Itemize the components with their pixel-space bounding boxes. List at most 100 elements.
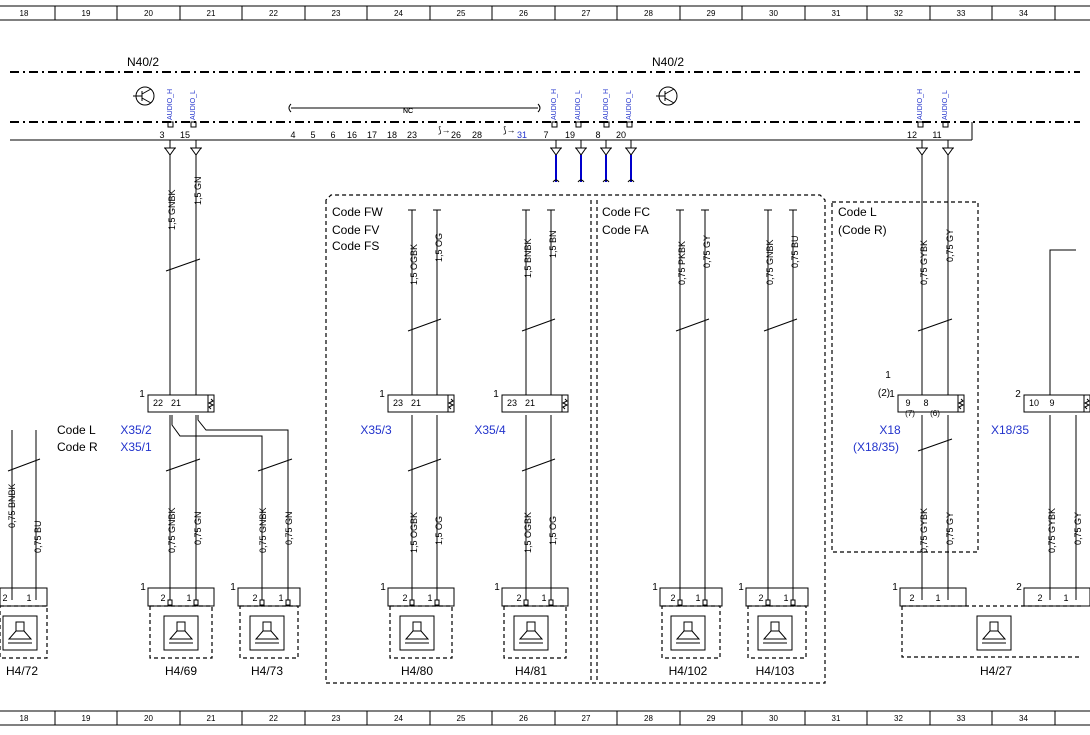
speaker-pin: 1	[541, 593, 546, 603]
speaker-pin: 2	[252, 593, 257, 603]
wire-label: 0,75 GY	[1073, 512, 1083, 545]
grid-number: 18	[20, 714, 29, 723]
speaker-pin: 1	[695, 593, 700, 603]
speaker-icon	[163, 615, 199, 651]
signal-label: AUDIO_H	[603, 89, 610, 120]
terminal-arrow	[625, 147, 637, 156]
grid-number: 23	[332, 714, 341, 723]
pin-terminal	[193, 599, 199, 606]
signal-label: AUDIO_L	[575, 90, 582, 120]
module-label: N40/2	[652, 55, 684, 69]
grid-number: 22	[269, 714, 278, 723]
grid-number: 29	[707, 714, 716, 723]
wire-label: 0,75 PKBK	[677, 241, 687, 285]
grid-number: 22	[269, 9, 278, 18]
speaker-connector	[147, 587, 215, 607]
speaker-connector	[501, 587, 569, 607]
grid-number: 30	[769, 9, 778, 18]
pin-terminal	[285, 599, 291, 606]
speaker-pin: 1	[783, 593, 788, 603]
grid-number: 31	[832, 714, 841, 723]
speaker-pin: 2	[670, 593, 675, 603]
speaker-label: H4/69	[165, 664, 197, 678]
signal-label: AUDIO_H	[167, 89, 174, 120]
speaker-pin: 2	[516, 593, 521, 603]
speaker-icon	[757, 615, 793, 651]
speaker-frame	[503, 605, 567, 659]
grid-number: 30	[769, 714, 778, 723]
connector-body	[387, 394, 455, 413]
pin-terminal	[917, 121, 924, 128]
speaker-index: 1	[892, 582, 898, 593]
pin-number: 16	[347, 130, 357, 140]
grid-number: 28	[644, 9, 653, 18]
wire	[1049, 249, 1076, 395]
wire-label: 1,5 OGBK	[409, 244, 419, 285]
code-group-outer	[325, 194, 826, 684]
speaker-frame	[901, 605, 1082, 658]
transistor-icon	[133, 86, 155, 106]
module-label: N40/2	[127, 55, 159, 69]
terminal-arrow	[190, 147, 202, 156]
connector-index: (2)	[878, 388, 890, 399]
grid-number: 32	[894, 9, 903, 18]
pin-terminal	[702, 599, 708, 606]
wire-label: 0,75 GY	[945, 229, 955, 262]
twist-mark	[257, 458, 293, 472]
pin-number: 7	[543, 130, 548, 140]
resistor-icon	[447, 398, 455, 410]
connector-subpin: (6)	[930, 409, 940, 418]
connector-subpin: (7)	[905, 409, 915, 418]
break-marker: ⟆→	[503, 125, 516, 135]
terminal-arrow	[942, 147, 954, 156]
speaker-label: H4/72	[6, 664, 38, 678]
terminal-arrow	[600, 147, 612, 156]
speaker-pin: 1	[935, 593, 940, 603]
pin-terminal	[677, 599, 683, 606]
speaker-icon	[513, 615, 549, 651]
pin-terminal	[942, 121, 949, 128]
transistor-icon	[656, 86, 678, 106]
wire-label: 0,75 GYBK	[919, 240, 929, 285]
grid-number: 25	[457, 9, 466, 18]
connector-ref: X18/35	[991, 423, 1029, 437]
code-label: Code R	[57, 440, 98, 454]
pin-number: 4	[290, 130, 295, 140]
speaker-frame	[0, 605, 48, 659]
pin-number: 6	[330, 130, 335, 140]
connector-ref: X35/1	[120, 440, 152, 454]
pin-number: 19	[565, 130, 575, 140]
grid-number: 19	[82, 714, 91, 723]
pin-terminal	[409, 599, 415, 606]
speaker-pin: 1	[26, 593, 31, 603]
twist-mark	[917, 438, 953, 452]
speaker-frame	[239, 605, 299, 659]
terminal-arrow	[164, 147, 176, 156]
twist-mark	[675, 318, 710, 332]
grid-number: 21	[207, 714, 216, 723]
resistor-icon	[957, 398, 965, 410]
grid-number: 31	[832, 9, 841, 18]
connector-ref: X35/2	[120, 423, 152, 437]
speaker-pin: 2	[909, 593, 914, 603]
wire-label: 0,75 GNBK	[167, 507, 177, 553]
grid-number: 27	[582, 714, 591, 723]
wire-label: 0,75 GN	[193, 511, 203, 545]
wire-end	[552, 179, 560, 183]
connector-pin: 21	[525, 398, 535, 408]
speaker-frame	[661, 605, 721, 659]
code-label: (Code R)	[838, 223, 887, 237]
grid-number: 27	[582, 9, 591, 18]
speaker-index: 1	[140, 582, 146, 593]
resistor-icon	[561, 398, 569, 410]
speaker-index: 1	[380, 582, 386, 593]
code-label: Code FW	[332, 205, 383, 219]
speaker-pin: 2	[1037, 593, 1042, 603]
signal-label: AUDIO_L	[190, 90, 197, 120]
speaker-icon	[976, 615, 1012, 651]
pin-number: 12	[907, 130, 917, 140]
pin-terminal	[167, 121, 174, 128]
connector-pin: 8	[923, 398, 928, 408]
